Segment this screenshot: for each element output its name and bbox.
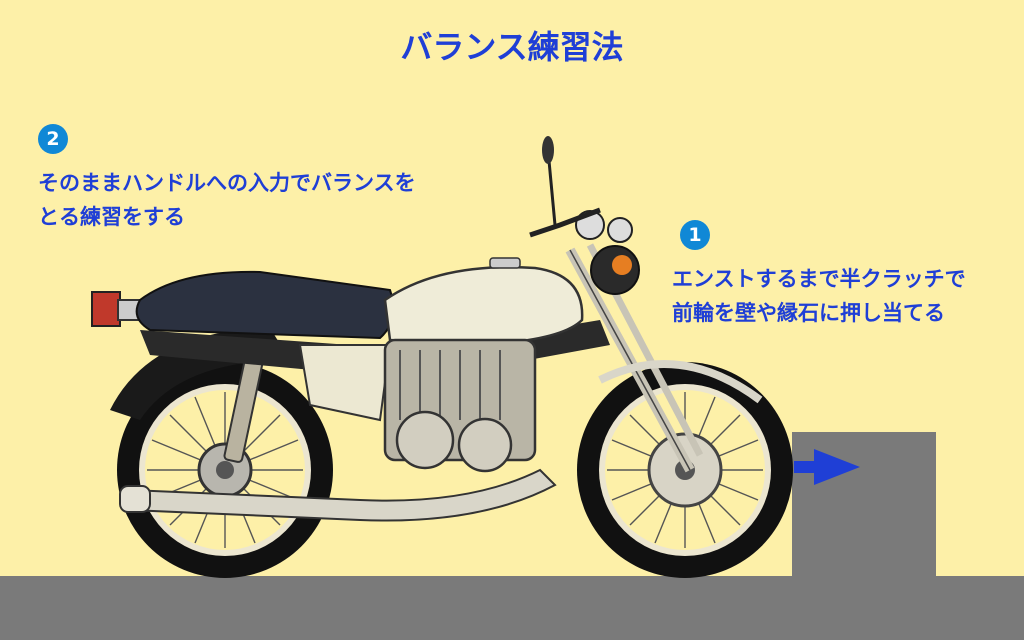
step-1-line-2: 前輪を壁や縁石に押し当てる [672,301,945,325]
ground [0,576,1024,640]
step-2-badge: 2 [38,124,68,154]
step-1-text: エンストするまで半クラッチで 前輪を壁や縁石に押し当てる [672,262,966,330]
step-2-line-2: とる練習をする [38,205,185,229]
page-title: バランス練習法 [400,28,624,66]
step-1-badge: 1 [680,220,710,250]
front-wheel [577,362,793,578]
arrow-right-icon [794,449,860,485]
step-2-text: そのままハンドルへの入力でバランスを とる練習をする [38,166,416,234]
step-2-line-1: そのままハンドルへの入力でバランスを [38,171,416,195]
step-1-line-1: エンストするまで半クラッチで [672,267,966,291]
